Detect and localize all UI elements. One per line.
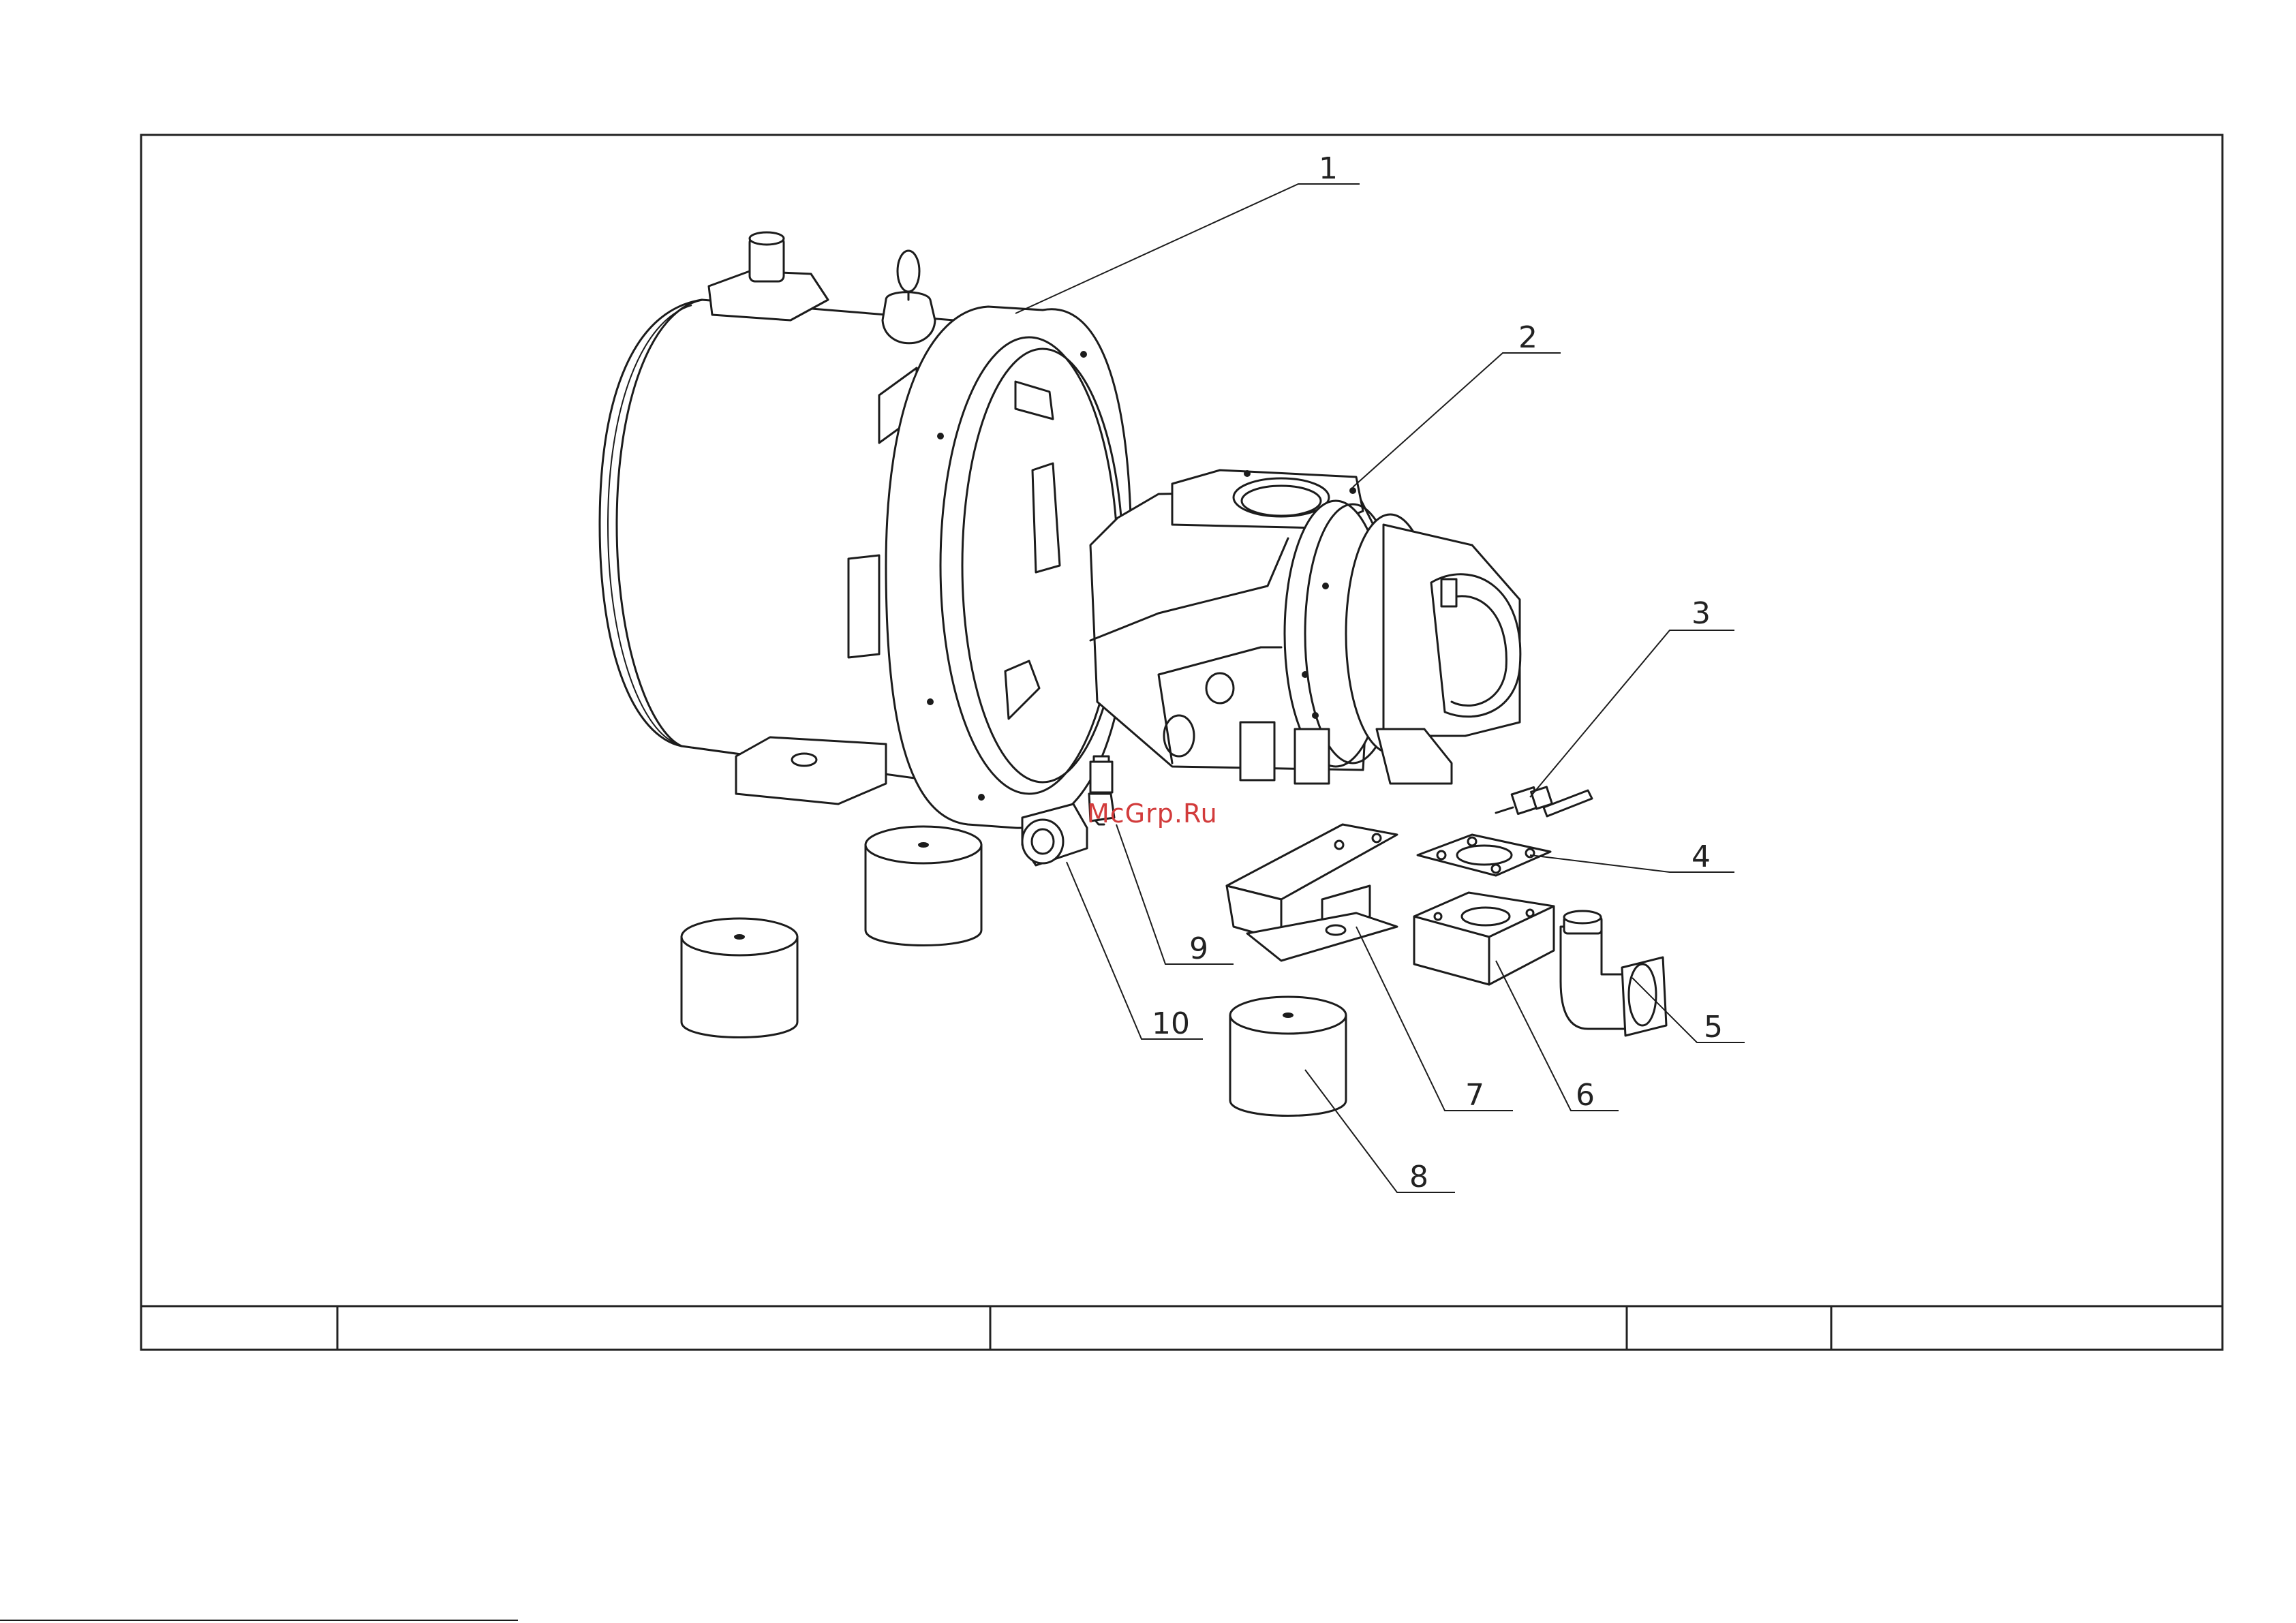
support-bracket: [1227, 824, 1397, 961]
callout-label-1: 1: [1319, 151, 1338, 186]
callout-label-10: 10: [1152, 1006, 1190, 1041]
temperature-sensor: [1496, 787, 1592, 816]
callout-label-3: 3: [1692, 596, 1711, 631]
callout-label-4: 4: [1692, 839, 1711, 874]
callout-label-7: 7: [1465, 1078, 1484, 1113]
watermark-text: McGrp.Ru: [1087, 799, 1218, 829]
air-end-compressor: [1090, 470, 1520, 784]
callout-label-8: 8: [1409, 1160, 1428, 1194]
callout-label-2: 2: [1518, 320, 1537, 355]
rubber-mount-2: [682, 918, 797, 1038]
callout-label-9: 9: [1189, 931, 1208, 966]
rubber-mount-3: [1230, 997, 1346, 1116]
callout-label-6: 6: [1576, 1078, 1595, 1113]
callout-label-5: 5: [1704, 1010, 1723, 1045]
rubber-mount-1: [866, 826, 981, 946]
elbow-fitting: [1561, 911, 1666, 1036]
mounting-block: [1414, 893, 1554, 985]
